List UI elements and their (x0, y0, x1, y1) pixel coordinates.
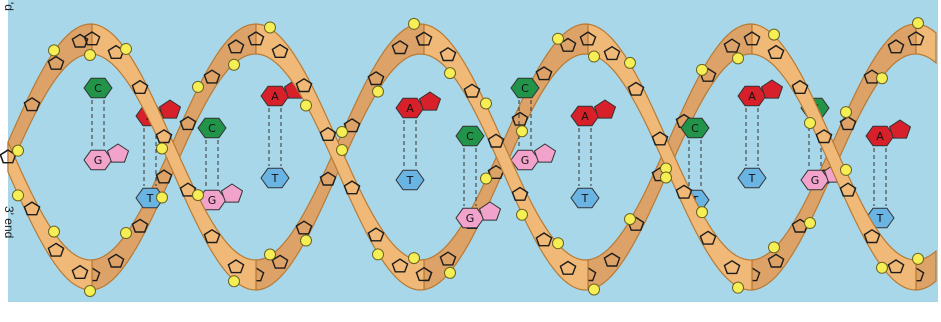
base-letter: C (208, 122, 216, 135)
phosphate-dot (769, 29, 780, 40)
phosphate-dot (337, 144, 348, 155)
phosphate-dot (373, 86, 384, 97)
phosphate-dot (517, 126, 528, 137)
base-letter: C (521, 82, 529, 95)
phosphate-dot (49, 226, 60, 237)
phosphate-dot (265, 22, 276, 33)
phosphate-dot (157, 143, 168, 154)
phosphate-dot (553, 33, 564, 44)
phosphate-dot (733, 53, 744, 64)
phosphate-dot (589, 284, 600, 295)
phosphate-dot (625, 214, 636, 225)
phosphate-dot (121, 43, 132, 54)
phosphate-dot (265, 249, 276, 260)
base-letter: A (406, 102, 414, 115)
base-letter: C (466, 130, 474, 143)
base-letter: C (94, 82, 102, 95)
phosphate-dot (805, 218, 816, 229)
phosphate-dot (121, 228, 132, 239)
phosphate-dot (589, 51, 600, 62)
phosphate-dot (877, 262, 888, 273)
base-letter: A (748, 90, 756, 103)
phosphate-dot (913, 253, 924, 264)
base-letter: T (581, 192, 589, 205)
base-letter: T (146, 192, 154, 205)
phosphate-dot (301, 100, 312, 111)
phosphate-dot (409, 18, 420, 29)
five-prime-end-label: 'd (2, 2, 16, 11)
phosphate-dot (337, 127, 348, 138)
phosphate-dot (877, 73, 888, 84)
phosphate-dot (841, 164, 852, 175)
base-letter: T (748, 172, 756, 185)
phosphate-dot (445, 68, 456, 79)
phosphate-dot (229, 59, 240, 70)
phosphate-dot (805, 117, 816, 128)
phosphate-dot (769, 242, 780, 253)
phosphate-dot (13, 190, 24, 201)
phosphate-dot (481, 173, 492, 184)
phosphate-dot (733, 282, 744, 293)
phosphate-dot (409, 253, 420, 264)
phosphate-dot (85, 285, 96, 296)
phosphate-dot (373, 249, 384, 260)
base-letter: G (811, 174, 820, 187)
base-letter: A (581, 110, 589, 123)
phosphate-dot (229, 276, 240, 287)
base-letter: G (521, 154, 530, 167)
base-letter: G (94, 154, 103, 167)
base-letter: G (466, 212, 475, 225)
phosphate-dot (841, 107, 852, 118)
base-letter: T (271, 172, 279, 185)
base-letter: C (691, 122, 699, 135)
phosphate-dot (697, 207, 708, 218)
phosphate-dot (85, 50, 96, 61)
base-letter: A (271, 90, 279, 103)
phosphate-dot (13, 145, 24, 156)
base-letter: G (208, 194, 217, 207)
phosphate-dot (625, 57, 636, 68)
base-letter: A (876, 130, 884, 143)
phosphate-dot (481, 98, 492, 109)
phosphate-dot (517, 209, 528, 220)
phosphate-dot (661, 172, 672, 183)
phosphate-dot (193, 190, 204, 201)
phosphate-dot (445, 267, 456, 278)
phosphate-dot (697, 64, 708, 75)
diagram-background (8, 0, 938, 302)
base-letter: T (876, 212, 884, 225)
base-letter: T (406, 174, 414, 187)
three-prime-end-label: 3' end (2, 206, 16, 238)
phosphate-dot (193, 81, 204, 92)
phosphate-dot (157, 192, 168, 203)
phosphate-dot (553, 238, 564, 249)
phosphate-dot (913, 18, 924, 29)
phosphate-dot (49, 45, 60, 56)
phosphate-dot (301, 235, 312, 246)
